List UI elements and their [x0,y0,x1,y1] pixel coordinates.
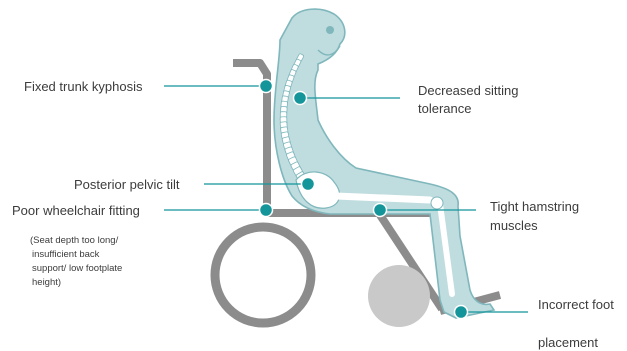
femur-bone [336,196,430,200]
marker-hamstring [374,204,387,217]
label-trunk-kyphosis: Fixed trunk kyphosis [24,78,143,95]
note-fitting-line2: insufficient back [32,248,99,262]
note-fitting-line3: support/ low footplate [32,262,122,276]
label-sitting-tolerance-line1: Decreased sitting [418,82,518,99]
rear-wheel [215,227,311,323]
note-fitting-line1: (Seat depth too long/ [30,234,118,248]
knee-cap [431,197,443,209]
label-hamstring-line1: Tight hamstring [490,198,579,215]
eye-socket [326,26,334,34]
label-sitting-tolerance-line2: tolerance [418,100,471,117]
marker-pelvic-tilt [302,178,315,191]
label-foot-placement-line1: Incorrect foot [538,296,614,313]
marker-sitting-tolerance [294,92,307,105]
label-foot-placement-line2: placement [538,334,598,351]
marker-trunk-kyphosis [260,80,273,93]
label-hamstring-line2: muscles [490,217,538,234]
label-wheelchair-fitting: Poor wheelchair fitting [12,202,140,219]
marker-wheelchair-fitting [260,204,273,217]
note-fitting-line4: height) [32,276,61,290]
marker-foot-placement [455,306,468,319]
label-pelvic-tilt: Posterior pelvic tilt [74,176,179,193]
front-caster [368,265,430,327]
